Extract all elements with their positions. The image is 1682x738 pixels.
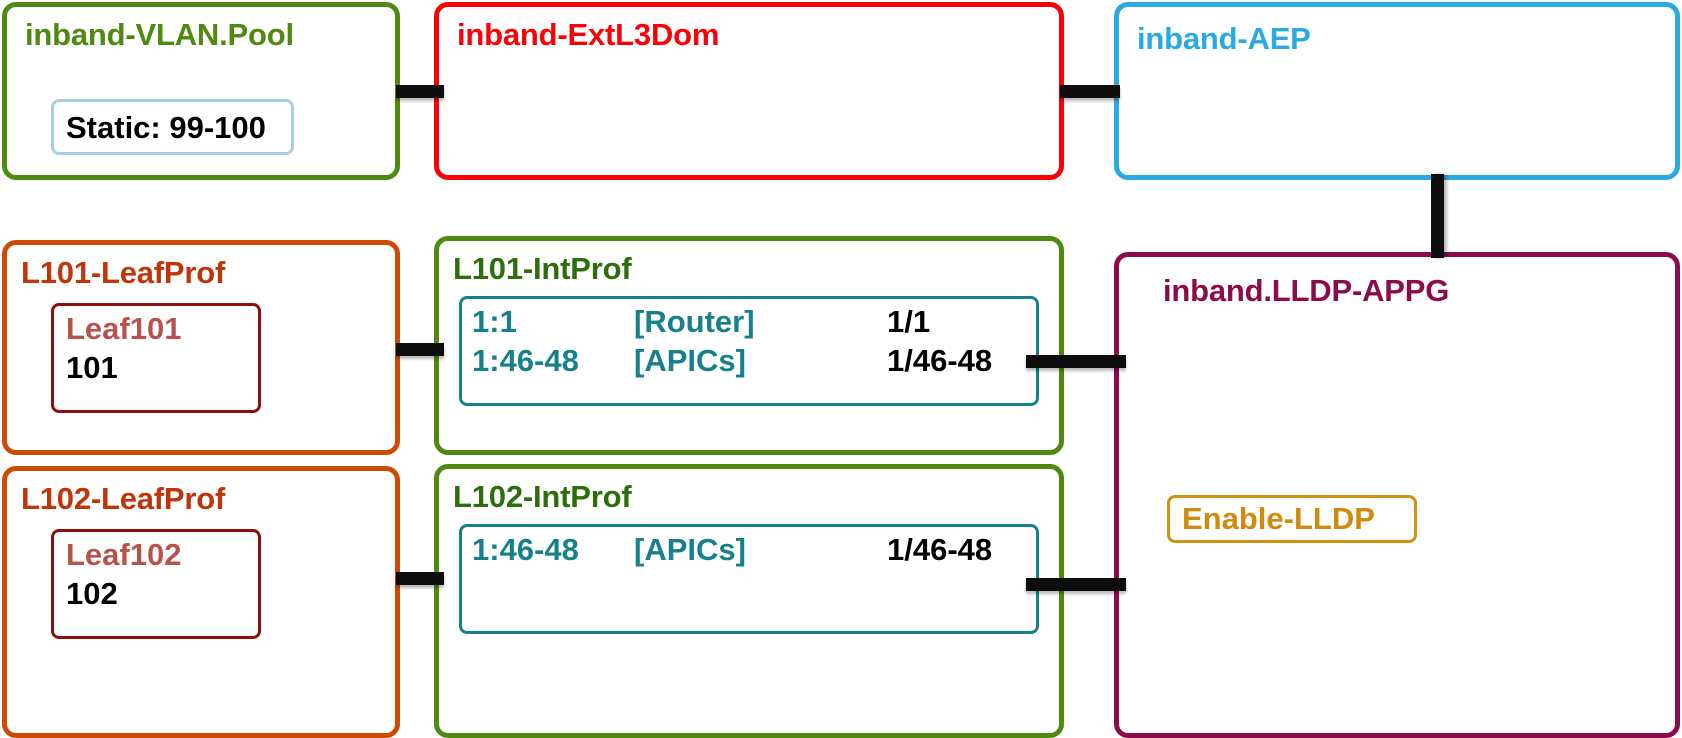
port-row: 1:46-48 [APICs] 1/46-48	[462, 343, 1036, 383]
chip-leaf102-name: Leaf102	[66, 537, 182, 572]
connector-aep-to-appg	[1431, 174, 1444, 258]
node-l102-intprof[interactable]: L102-IntProf 1:46-48 [APICs] 1/46-48	[434, 464, 1064, 738]
chip-enable-lldp-label: Enable-LLDP	[1182, 501, 1375, 536]
connector-intprof102-to-appg	[1026, 578, 1126, 591]
port-description: [APICs]	[634, 343, 746, 378]
chip-leaf101-id: 101	[66, 350, 118, 385]
node-inband-lldp-appg[interactable]: inband.LLDP-APPG Enable-LLDP	[1114, 252, 1680, 738]
node-l102-leafprof[interactable]: L102-LeafProf Leaf102 102	[2, 466, 400, 738]
node-l101-leafprof[interactable]: L101-LeafProf Leaf101 101	[2, 240, 400, 455]
node-title-l101-leafprof: L101-LeafProf	[21, 255, 226, 290]
chip-leaf101-name: Leaf101	[66, 311, 182, 346]
port-row: 1:1 [Router] 1/1	[462, 304, 1036, 344]
chip-l101-port-selectors[interactable]: 1:1 [Router] 1/1 1:46-48 [APICs] 1/46-48	[459, 296, 1039, 406]
node-inband-aep[interactable]: inband-AEP	[1114, 2, 1680, 180]
node-title-l102-leafprof: L102-LeafProf	[21, 481, 226, 516]
connector-leafprof101-to-intprof101	[396, 343, 444, 356]
chip-static-vlan-label: Static: 99-100	[66, 110, 266, 145]
port-selector: 1:46-48	[472, 343, 579, 378]
node-title-l101-intprof: L101-IntProf	[453, 251, 632, 286]
node-title-extl3dom: inband-ExtL3Dom	[457, 17, 720, 52]
node-l101-intprof[interactable]: L101-IntProf 1:1 [Router] 1/1 1:46-48 [A…	[434, 236, 1064, 455]
port-description: [APICs]	[634, 532, 746, 567]
chip-static-vlan-range[interactable]: Static: 99-100	[51, 99, 294, 155]
connector-vlanpool-to-extl3dom	[396, 85, 444, 98]
chip-enable-lldp[interactable]: Enable-LLDP	[1167, 495, 1417, 543]
node-inband-extl3dom[interactable]: inband-ExtL3Dom	[434, 2, 1064, 180]
port-description: [Router]	[634, 304, 755, 339]
node-title-appg: inband.LLDP-APPG	[1163, 273, 1450, 308]
port-row: 1:46-48 [APICs] 1/46-48	[462, 532, 1036, 572]
port-interface: 1/46-48	[887, 343, 993, 378]
port-selector: 1:1	[472, 304, 517, 339]
port-selector: 1:46-48	[472, 532, 579, 567]
node-title-vlan-pool: inband-VLAN.Pool	[25, 17, 294, 52]
node-inband-vlan-pool[interactable]: inband-VLAN.Pool Static: 99-100	[2, 2, 400, 180]
chip-leaf102-id: 102	[66, 576, 118, 611]
chip-leaf102[interactable]: Leaf102 102	[51, 529, 261, 639]
chip-l102-port-selectors[interactable]: 1:46-48 [APICs] 1/46-48	[459, 524, 1039, 634]
connector-extl3dom-to-aep	[1060, 85, 1120, 98]
node-title-aep: inband-AEP	[1137, 21, 1311, 56]
port-interface: 1/1	[887, 304, 931, 339]
node-title-l102-intprof: L102-IntProf	[453, 479, 632, 514]
chip-leaf101[interactable]: Leaf101 101	[51, 303, 261, 413]
connector-leafprof102-to-intprof102	[396, 572, 444, 585]
port-interface: 1/46-48	[887, 532, 993, 567]
connector-intprof101-to-appg	[1026, 355, 1126, 368]
